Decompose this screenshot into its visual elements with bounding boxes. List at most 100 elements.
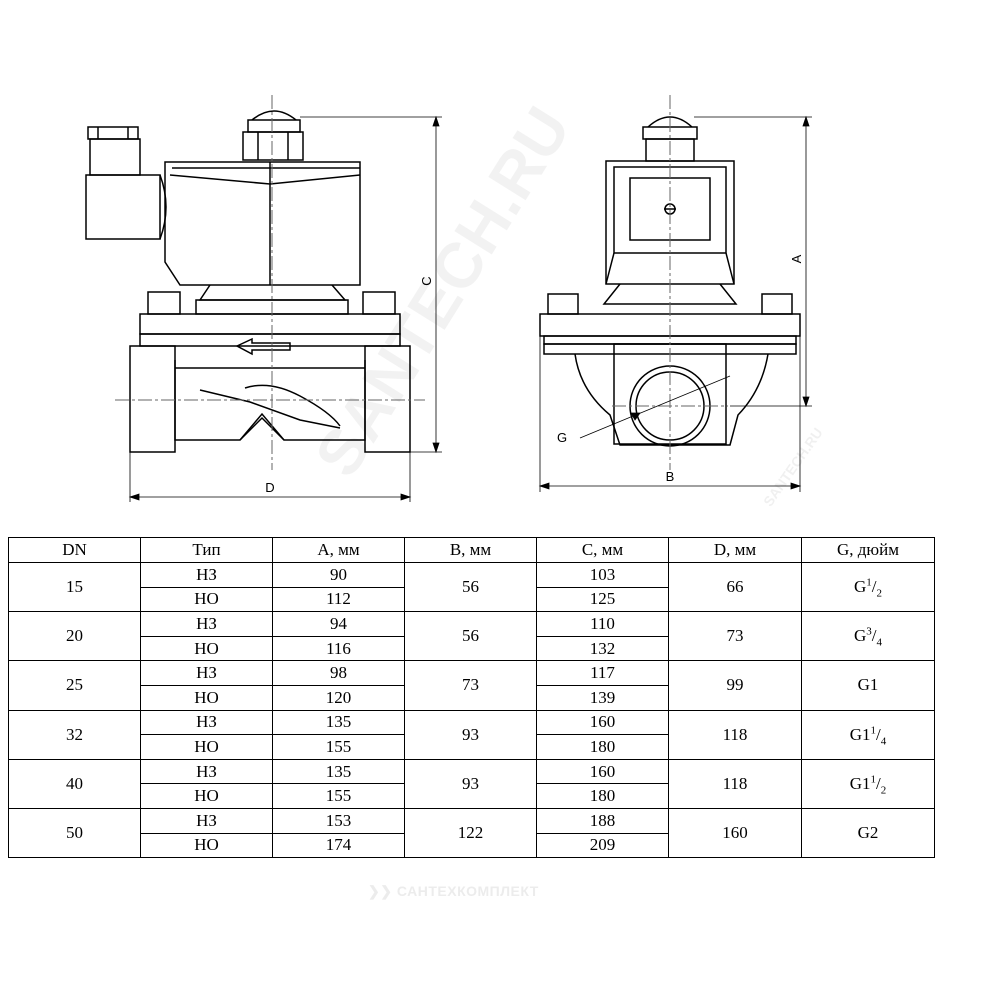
cell-b: 73 xyxy=(404,660,537,711)
thread-fraction-slash: / xyxy=(871,626,877,646)
cell-g: G11/4 xyxy=(801,709,935,760)
cell-type: НЗ xyxy=(140,758,273,785)
footer-watermark-text: САНТЕХКОМПЛЕКТ xyxy=(396,883,539,899)
cell-c: 180 xyxy=(536,783,669,809)
cell-b: 56 xyxy=(404,561,537,613)
cell-type: НО xyxy=(140,586,273,613)
cell-a: 155 xyxy=(272,783,405,809)
header-g: G, дюйм xyxy=(801,537,935,563)
thread-base: G xyxy=(849,724,863,744)
cell-a: 153 xyxy=(272,807,405,834)
cell-d: 118 xyxy=(668,709,802,760)
cell-c: 160 xyxy=(536,709,669,736)
cell-a: 94 xyxy=(272,611,405,637)
cell-g: G2 xyxy=(801,807,935,859)
dim-label-c: C xyxy=(419,276,434,285)
cell-c: 110 xyxy=(536,611,669,637)
cell-c: 103 xyxy=(536,562,669,588)
cell-g: G1 xyxy=(801,660,935,711)
cell-a: 155 xyxy=(272,734,405,760)
dim-label-b: B xyxy=(666,469,675,484)
valve-technical-drawing: C D A B G xyxy=(85,95,812,502)
thread-fraction-slash: / xyxy=(871,577,877,597)
cell-g: G11/2 xyxy=(801,758,935,809)
cell-b: 93 xyxy=(404,709,537,760)
dim-label-a: A xyxy=(789,254,804,263)
cell-type: НО xyxy=(140,734,273,760)
cell-dn: 32 xyxy=(8,709,141,760)
cell-dn: 20 xyxy=(8,611,141,662)
header-c: C, мм xyxy=(536,537,669,563)
cell-a: 120 xyxy=(272,684,405,711)
cell-type: НЗ xyxy=(140,611,273,637)
side-centre-lines xyxy=(115,95,425,470)
cell-a: 112 xyxy=(272,586,405,613)
cell-type: НЗ xyxy=(140,807,273,834)
cell-g: G3/4 xyxy=(801,611,935,662)
cell-a: 116 xyxy=(272,635,405,662)
thread-numerator: 1 xyxy=(870,773,877,786)
cell-a: 174 xyxy=(272,832,405,859)
cell-a: 98 xyxy=(272,660,405,686)
cell-c: 132 xyxy=(536,635,669,662)
thread-numerator: 3 xyxy=(866,625,872,638)
header-a: A, мм xyxy=(272,537,405,563)
thread-base: G1 xyxy=(857,675,879,695)
thread-denominator: 2 xyxy=(876,587,883,600)
dimension-d xyxy=(128,452,412,502)
footer-logo-icon: ❯❯ xyxy=(368,883,393,899)
cell-b: 56 xyxy=(404,611,537,662)
cell-d: 66 xyxy=(668,561,802,613)
table-header-row: DN Тип A, мм B, мм C, мм D, мм G, дюйм xyxy=(8,537,935,563)
thread-fraction-slash: / xyxy=(876,773,881,793)
header-b: B, мм xyxy=(404,537,537,563)
cell-a: 135 xyxy=(272,709,405,736)
header-type: Тип xyxy=(140,537,273,563)
cell-c: 139 xyxy=(536,684,669,711)
cell-type: НО xyxy=(140,832,273,859)
thread-whole: 1 xyxy=(862,773,871,793)
cell-dn: 25 xyxy=(8,660,141,711)
cell-d: 160 xyxy=(668,807,802,859)
thread-fraction-slash: / xyxy=(876,724,881,744)
cell-c: 188 xyxy=(536,807,669,834)
cell-c: 117 xyxy=(536,660,669,686)
cell-c: 209 xyxy=(536,832,669,859)
cell-c: 180 xyxy=(536,734,669,760)
thread-denominator: 4 xyxy=(876,636,883,649)
thread-numerator: 1 xyxy=(866,576,872,589)
dim-label-d: D xyxy=(265,480,274,495)
cell-g: G1/2 xyxy=(801,561,935,613)
dimension-c xyxy=(300,115,442,454)
cell-a: 135 xyxy=(272,758,405,785)
thread-denominator: 4 xyxy=(880,735,887,748)
thread-whole: 1 xyxy=(862,724,871,744)
thread-base: G xyxy=(849,773,863,793)
thread-base: G xyxy=(853,577,867,597)
dimensions-table: DN Тип A, мм B, мм C, мм D, мм G, дюйм 1… xyxy=(8,537,935,859)
dim-label-g: G xyxy=(557,430,567,445)
cell-c: 125 xyxy=(536,586,669,613)
cell-type: НО xyxy=(140,783,273,809)
thread-denominator: 2 xyxy=(880,784,887,797)
cell-d: 118 xyxy=(668,758,802,809)
cell-dn: 15 xyxy=(8,561,141,613)
cell-type: НО xyxy=(140,684,273,711)
cell-type: НЗ xyxy=(140,562,273,588)
cell-c: 160 xyxy=(536,758,669,785)
dimension-g xyxy=(579,375,731,439)
cell-dn: 50 xyxy=(8,807,141,859)
footer-watermark: ❯❯ САНТЕХКОМПЛЕКТ xyxy=(368,883,539,900)
thread-base: G2 xyxy=(857,823,879,843)
cell-b: 122 xyxy=(404,807,537,859)
cell-type: НЗ xyxy=(140,660,273,686)
cell-d: 73 xyxy=(668,611,802,662)
